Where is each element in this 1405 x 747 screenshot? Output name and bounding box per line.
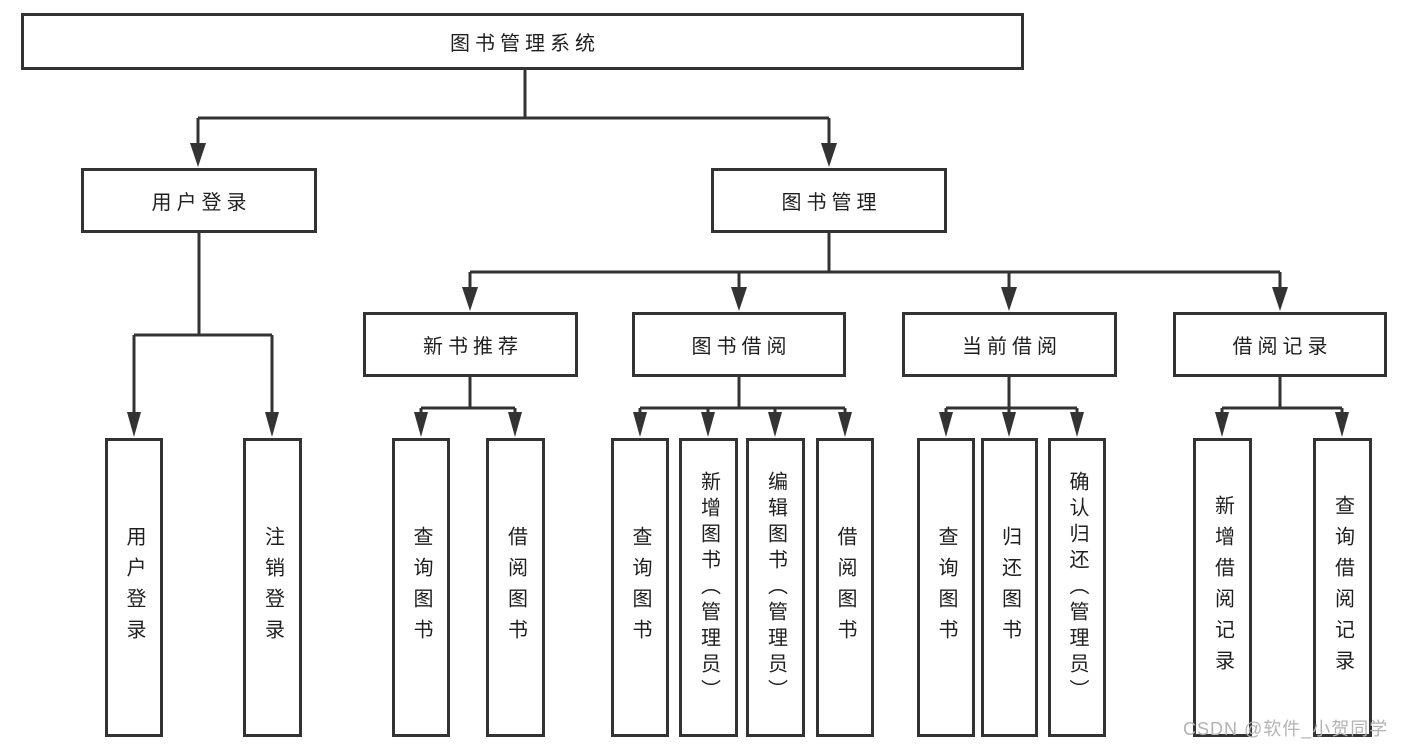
arrowhead [768, 412, 782, 437]
node-leaf-add-borrow-record: 新增借阅记录 [1193, 438, 1252, 737]
node-root: 图书管理系统 [21, 13, 1024, 70]
node-label: 借阅图书 [504, 525, 527, 650]
node-label: 图书管理 [781, 192, 882, 214]
node-label: 用户登录 [123, 525, 145, 650]
node-label: 新书推荐 [423, 336, 523, 358]
node-borrow-records: 借阅记录 [1173, 312, 1387, 377]
node-leaf-add-book-admin: 新增图书（管理员） [679, 438, 738, 737]
arrowhead [1002, 412, 1016, 437]
connector-line [1220, 377, 1344, 414]
node-label: 归还图书 [998, 525, 1021, 650]
node-leaf-borrow-books-1: 借阅图书 [486, 438, 545, 737]
node-label: 查询图书 [629, 525, 651, 650]
node-leaf-borrow-books-2: 借阅图书 [816, 438, 874, 737]
arrowhead [701, 412, 715, 437]
node-label: 新增图书（管理员） [697, 470, 720, 705]
watermark: CSDN @软件_小贺同学 [1183, 719, 1389, 739]
connector-book-borrow-children [633, 377, 852, 437]
arrowhead [1272, 287, 1288, 311]
node-leaf-return-book: 归还图书 [981, 438, 1038, 737]
arrowhead [127, 412, 141, 437]
connector-line [196, 70, 831, 145]
connector-book-mgmt-sections [462, 233, 1288, 311]
connector-root-to-branches [190, 70, 837, 167]
arrowhead [508, 412, 522, 437]
connector-line [944, 377, 1079, 414]
arrowhead [633, 412, 647, 437]
connector-line [419, 377, 517, 414]
node-label: 查询图书 [410, 525, 432, 650]
connector-line [468, 233, 1282, 289]
arrowhead [1335, 412, 1349, 437]
node-leaf-logout: 注销登录 [243, 438, 302, 737]
node-label: 借阅记录 [1232, 336, 1333, 358]
arrowhead [731, 287, 747, 311]
arrowhead [265, 412, 279, 437]
node-label: 注销登录 [261, 525, 284, 650]
node-book-borrow: 图书借阅 [632, 312, 846, 377]
node-leaf-query-books-2: 查询图书 [611, 438, 669, 737]
node-label: 图书管理系统 [450, 33, 600, 55]
node-leaf-query-books-3: 查询图书 [917, 438, 975, 737]
arrowhead [1070, 412, 1084, 437]
node-label: 用户登录 [151, 192, 252, 214]
node-label: 查询图书 [935, 525, 957, 650]
node-label: 确认归还（管理员） [1066, 470, 1088, 705]
arrowhead [462, 287, 478, 311]
node-label: 图书借阅 [691, 336, 792, 358]
node-new-book-recommend: 新书推荐 [363, 312, 578, 377]
node-leaf-confirm-return-admin: 确认归还（管理员） [1048, 438, 1106, 737]
arrowhead [838, 412, 852, 437]
node-leaf-query-books-1: 查询图书 [392, 438, 450, 737]
node-label: 借阅图书 [834, 525, 856, 650]
arrowhead [1001, 287, 1017, 311]
node-label: 新增借阅记录 [1211, 494, 1234, 681]
connector-new-book-children [414, 377, 522, 437]
node-leaf-user-login: 用户登录 [105, 438, 163, 737]
connector-borrow-records-children [1215, 377, 1349, 437]
node-label: 当前借阅 [962, 336, 1062, 358]
node-book-management: 图书管理 [711, 168, 947, 233]
arrowhead [190, 143, 206, 167]
node-current-borrow: 当前借阅 [902, 312, 1117, 377]
arrowhead [414, 412, 428, 437]
connector-line [132, 233, 274, 414]
connector-line [638, 377, 847, 414]
arrowhead [939, 412, 953, 437]
node-leaf-query-borrow-record: 查询借阅记录 [1313, 438, 1372, 737]
connector-current-borrow-children [939, 377, 1084, 437]
node-label: 编辑图书（管理员） [764, 470, 787, 705]
arrowhead [1215, 412, 1229, 437]
node-leaf-edit-book-admin: 编辑图书（管理员） [746, 438, 805, 737]
connector-user-login-children [127, 233, 279, 437]
arrowhead [821, 143, 837, 167]
node-user-login: 用户登录 [81, 168, 317, 233]
node-label: 查询借阅记录 [1331, 494, 1354, 681]
